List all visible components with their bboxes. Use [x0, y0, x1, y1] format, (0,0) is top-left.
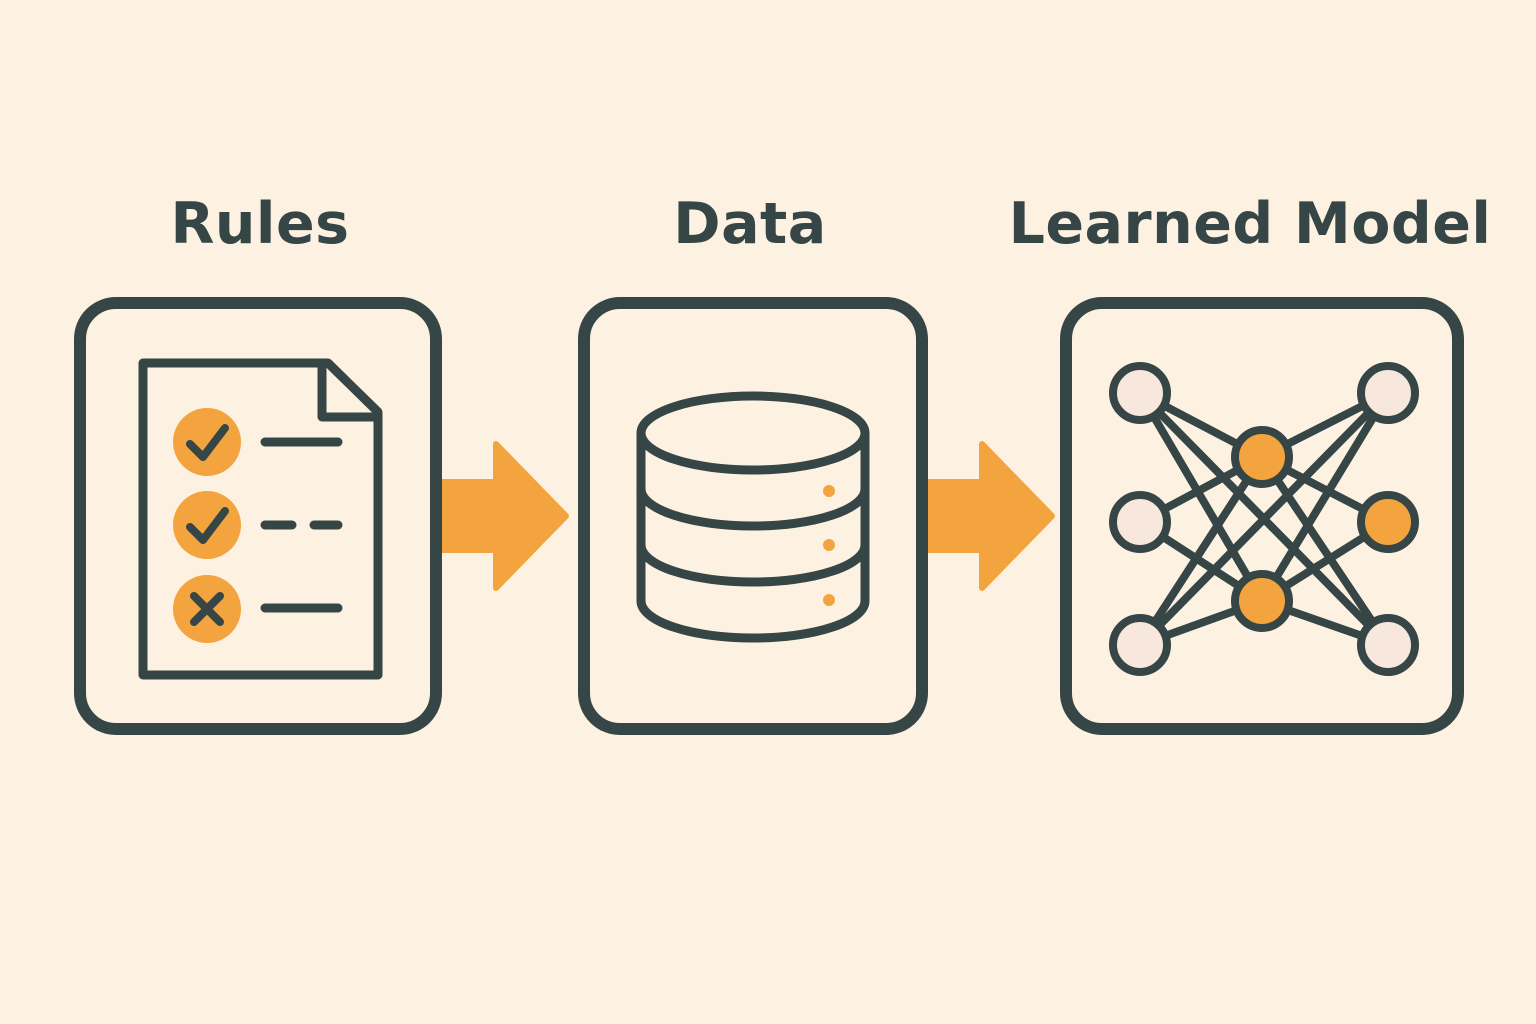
check-icon: [173, 408, 241, 476]
network-node: [1357, 362, 1419, 424]
learned-model-box: [1060, 297, 1464, 735]
arrow-right-icon: [439, 441, 569, 591]
network-node: [1357, 614, 1419, 676]
check-icon: [173, 491, 241, 559]
data-box: [578, 297, 928, 735]
network-node: [1109, 491, 1171, 553]
cross-icon: [173, 575, 241, 643]
stage-label-rules: Rules: [170, 191, 350, 257]
database-icon: [636, 391, 870, 643]
checklist-document-icon: [138, 358, 383, 680]
stage-label-data: Data: [673, 191, 827, 257]
network-node: [1357, 491, 1419, 553]
rules-box: [74, 297, 442, 735]
network-node: [1109, 614, 1171, 676]
stage-label-learned-model: Learned Model: [1008, 191, 1492, 257]
network-node: [1109, 362, 1171, 424]
neural-network-icon: [1109, 362, 1419, 676]
network-node: [1231, 426, 1293, 488]
network-node: [1231, 570, 1293, 632]
arrow-right-icon: [925, 441, 1055, 591]
